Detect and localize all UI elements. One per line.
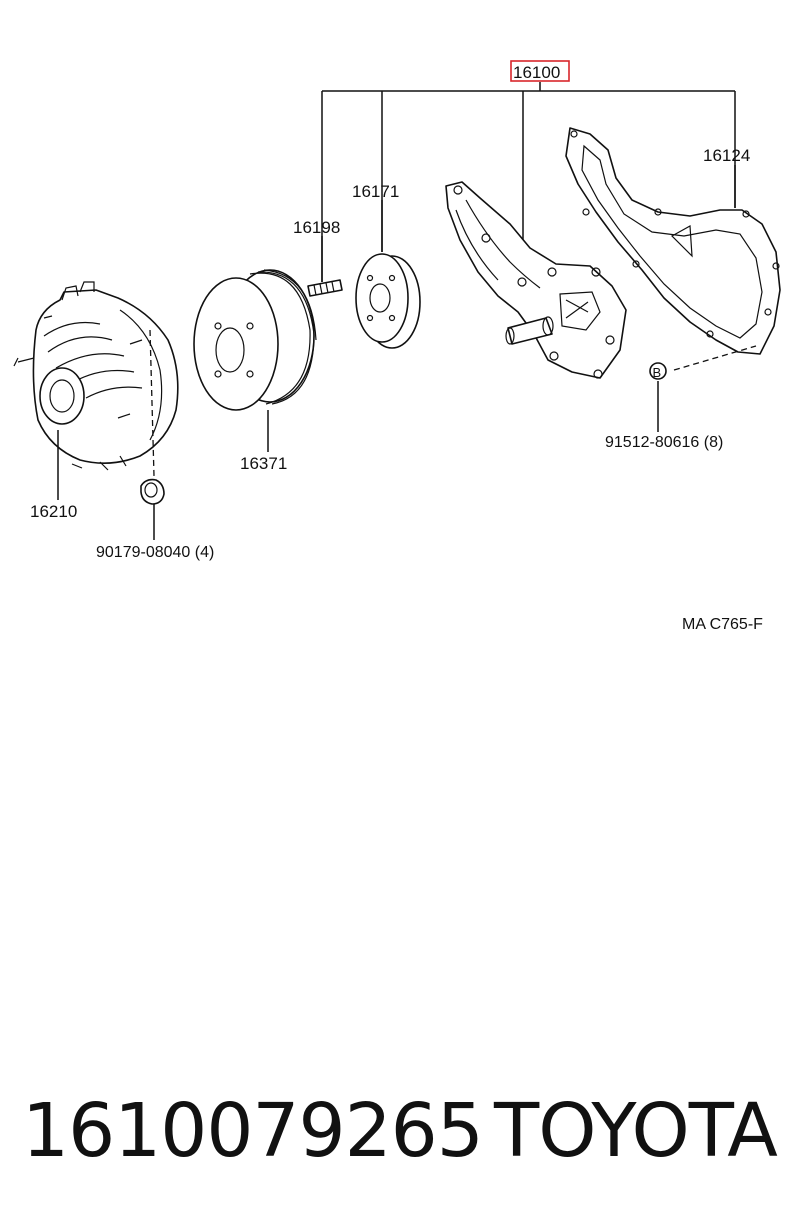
assembly-highlight-box [510,60,570,82]
callout-90179[interactable]: 90179-08040 (4) [96,544,214,561]
bolt-marker: B [649,345,757,432]
callout-16100[interactable]: 16100 [513,63,560,82]
callout-91512[interactable]: 91512-80616 (8) [605,434,723,451]
callout-16210[interactable]: 16210 [30,502,77,521]
stud [307,279,343,297]
bolt-marker-letter: B [653,365,662,380]
flange [355,253,421,349]
callout-16124[interactable]: 16124 [703,146,750,165]
callout-16371[interactable]: 16371 [240,454,287,473]
nut [140,478,165,505]
fan-clutch [13,281,179,477]
part-number: 1610079265 [22,1088,484,1174]
water-pump [445,181,627,379]
pulley [193,269,317,411]
callout-16198[interactable]: 16198 [293,218,340,237]
footer: 1610079265 TOYOTA [0,1080,800,1180]
gasket [565,127,781,355]
brand-name: TOYOTA [494,1088,778,1174]
figure-code: MA C765-F [682,616,763,633]
callout-16171[interactable]: 16171 [352,182,399,201]
assembly-bracket: 16100 [321,60,736,282]
parts-diagram: 16100 [13,60,781,633]
